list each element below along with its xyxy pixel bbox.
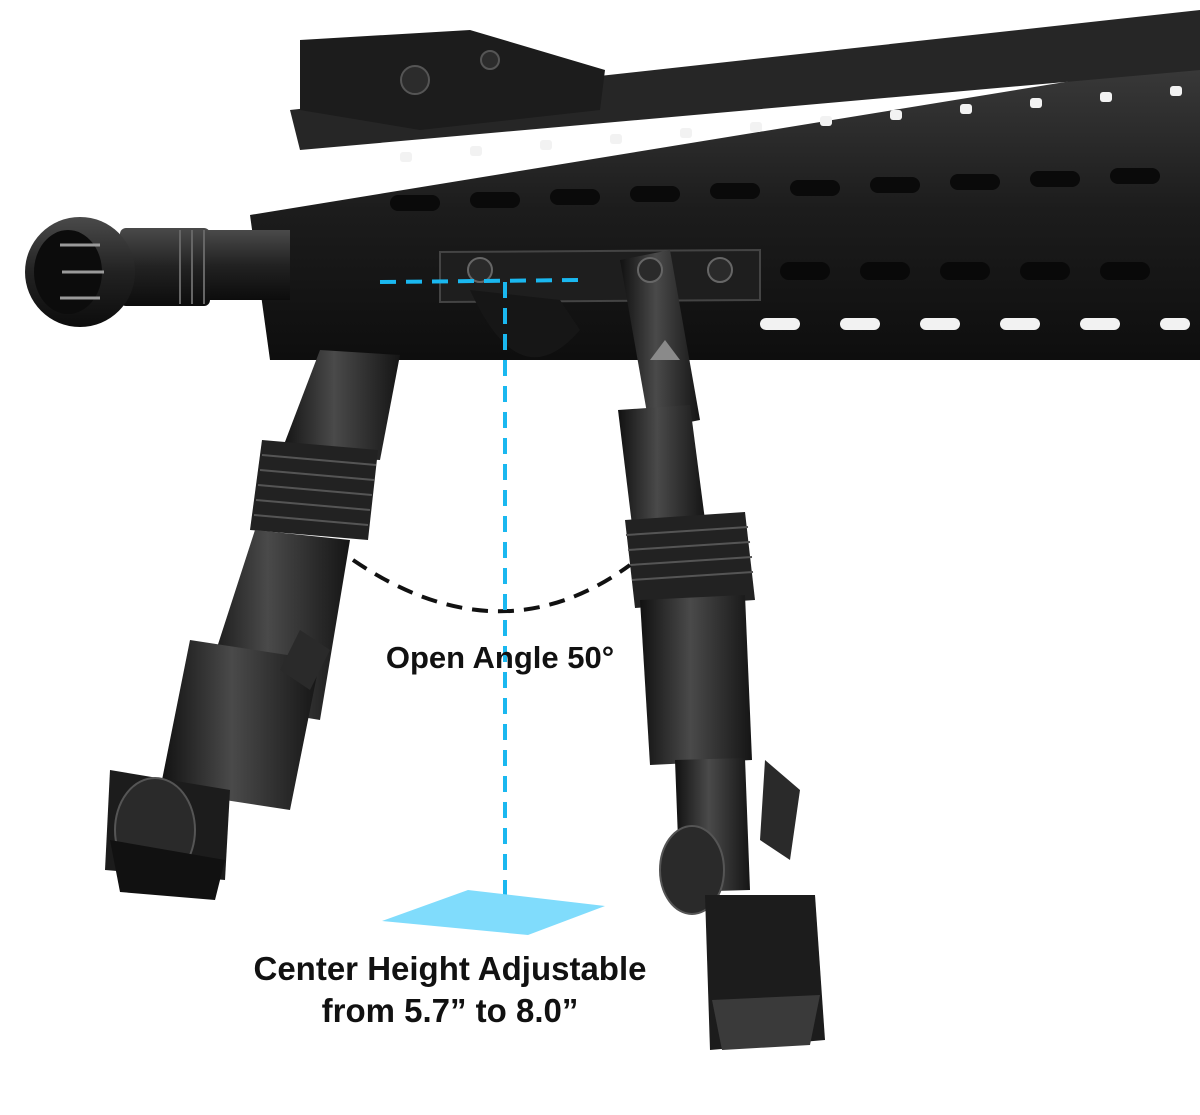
bipod-right-leg [618, 250, 825, 1050]
horizontal-guide-line [379, 278, 581, 284]
ground-plane [382, 890, 605, 935]
open-angle-label: Open Angle 50° [385, 640, 615, 675]
center-height-label: Center Height Adjustable from 5.7” to 8.… [190, 948, 710, 1032]
bipod-left-leg [105, 350, 400, 900]
bipod-mount [439, 248, 761, 358]
center-height-line-2: from 5.7” to 8.0” [321, 992, 579, 1029]
center-height-line-1: Center Height Adjustable [253, 950, 647, 987]
barrel [25, 217, 290, 327]
open-angle-arc [351, 558, 632, 614]
front-sight [300, 30, 605, 130]
